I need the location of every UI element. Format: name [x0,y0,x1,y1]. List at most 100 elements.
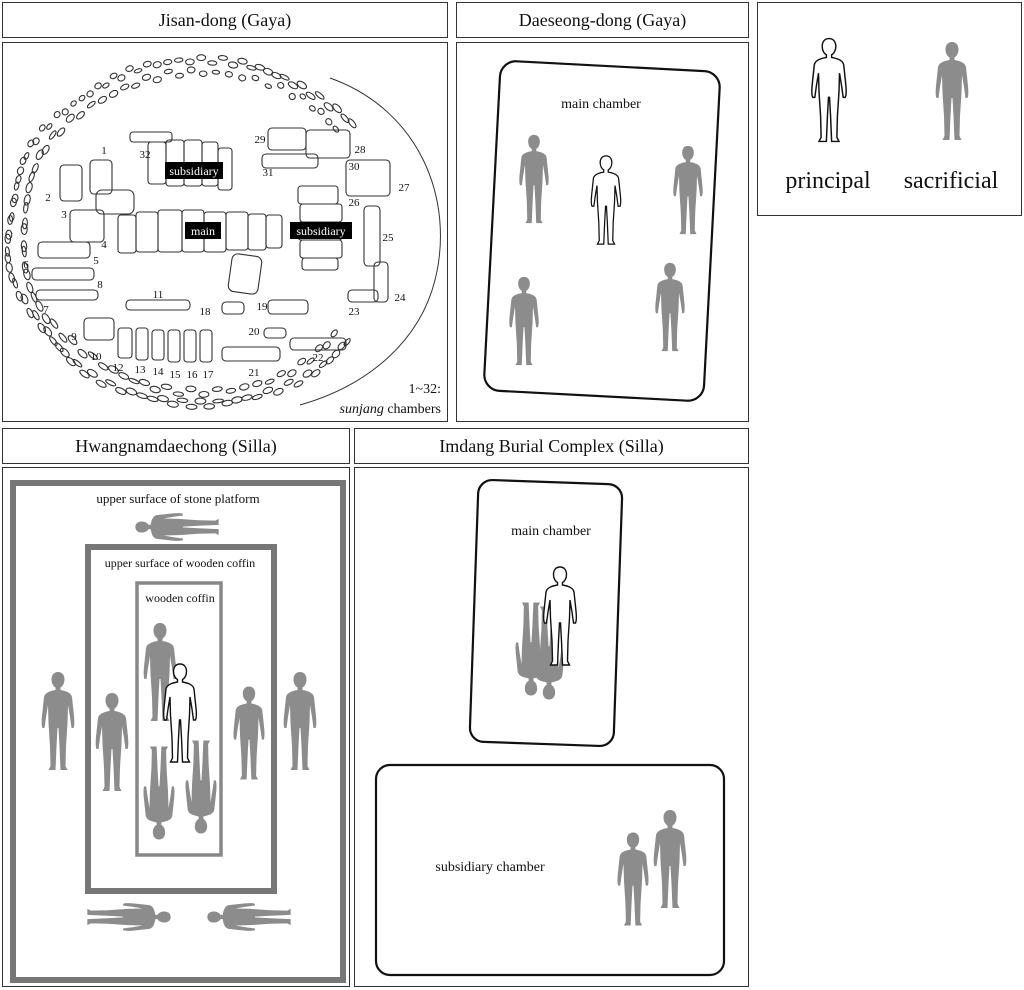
ring-stone [28,171,35,183]
ring-stone [251,393,263,401]
ring-stone [288,92,296,101]
ring-stone [277,81,285,89]
ring-stone [262,386,274,395]
ring-stone [38,124,46,132]
ring-stone [141,73,152,81]
ring-stone [5,262,13,273]
ring-stone [227,61,239,69]
stone-platform-frame [10,480,346,983]
ring-stone [138,378,151,387]
ring-stone [279,73,290,81]
chamber-number-3: 3 [61,209,67,221]
legend-panel [757,2,1022,216]
chamber-number-16: 16 [187,369,199,381]
ring-stone [308,105,316,112]
legend-principal-label: principal [785,168,871,194]
imdang-subsidiary-chamber [374,763,726,977]
ring-stone [94,82,102,90]
chamber-number-17: 17 [203,369,215,381]
ring-stone [26,281,34,294]
sacrificial-figure [283,672,317,770]
ring-stone [238,74,247,82]
ring-stone [185,403,198,410]
sacrificial-figure [207,903,291,931]
sacrificial-figure [519,134,549,224]
chamber-number-28: 28 [355,144,367,156]
ring-stone [7,215,14,225]
ring-stone [198,390,210,398]
ring-stone [174,72,185,79]
ring-stone [70,100,77,107]
ring-stone [152,76,162,84]
sacrificial-figure [617,832,649,926]
ring-stone [21,217,28,230]
chamber-number-24: 24 [395,292,407,304]
imdang-main-label: main chamber [511,524,591,539]
sacrificial-figure [509,276,539,366]
ring-stone [76,111,85,120]
ring-stone [185,385,197,393]
ring-stone [20,240,28,253]
ring-stone [125,387,138,396]
chamber-number-18: 18 [200,306,212,318]
jisan-chambers [31,127,391,363]
sacrificial-figure [41,672,75,770]
chamber-number-4: 4 [101,239,107,251]
ring-stone [86,100,96,109]
ring-stone [224,71,234,78]
jisan-panel [2,42,448,422]
daeseong-title: Daeseong-dong (Gaya) [456,2,749,38]
sunjang-rest: chambers [384,402,441,417]
ring-stone [173,57,184,63]
chamber-number-31: 31 [263,167,274,179]
ring-stone [306,357,315,365]
ring-stone [26,307,34,319]
ring-stone [41,313,51,325]
ring-stone [276,370,287,378]
ring-stone [246,64,257,71]
ring-stone [117,74,126,82]
ring-stone [15,290,24,302]
ring-stone [136,392,148,400]
ring-stone [4,246,10,257]
ring-stone [46,123,53,130]
ring-stone [49,336,58,346]
ring-stone [264,378,275,385]
principal-legend-figure [810,37,848,143]
ring-stone [185,58,195,66]
chamber-number-21: 21 [249,367,260,379]
ring-stone [9,197,17,208]
ring-stone [163,68,173,75]
ring-stone [108,89,119,98]
ring-stone [203,403,216,410]
subsidiary-label-box-a [165,162,223,179]
ring-stone [317,107,325,116]
ring-stone [32,137,40,146]
sacrificial-figure [185,740,217,834]
imdang-main-chamber [468,478,624,748]
wooden-coffin-upper-label: upper surface of wooden coffin [105,556,255,570]
ring-stone [53,111,61,119]
ring-stone [241,394,253,401]
ring-stone [12,277,19,289]
ring-stone [318,360,328,369]
chamber-number-5: 5 [93,255,99,267]
ring-stone [97,362,109,371]
ring-stone [305,91,316,100]
ring-stone [131,82,141,89]
jisan-title-text: Jisan-dong (Gaya) [158,9,292,30]
chamber-number-23: 23 [349,306,361,318]
ring-stone [237,57,248,65]
chamber-number-10: 10 [91,351,103,363]
chamber-number-20: 20 [249,326,261,338]
chamber-number-27: 27 [399,182,411,194]
ring-stone [67,335,78,346]
main-label-box [185,222,221,239]
ring-stone [330,329,338,338]
ring-stone [32,310,40,321]
ring-stone [225,387,237,394]
sacrificial-figure [673,145,703,235]
ring-stone [15,174,22,184]
chamber-number-7: 7 [43,304,49,316]
ring-stone [194,397,207,405]
